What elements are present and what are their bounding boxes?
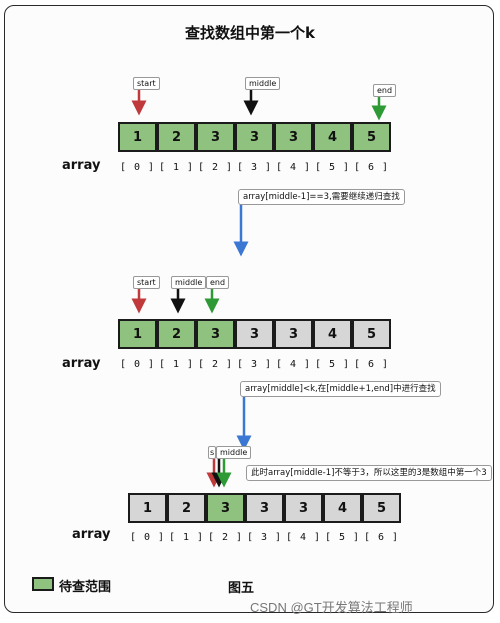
diagram-title: 查找数组中第一个k (185, 24, 315, 42)
array-cell: 4 (313, 319, 352, 349)
array-index-label: [ 3 ] (246, 532, 283, 543)
legend-swatch (32, 577, 54, 591)
array-label-3: array (72, 527, 111, 542)
array-index-label: [ 6 ] (363, 532, 400, 543)
array-cell: 3 (196, 122, 235, 152)
note-stage1: array[middle-1]==3,需要继续递归查找 (238, 189, 405, 205)
array-cell: 3 (274, 319, 313, 349)
array-label-2: array (62, 356, 101, 371)
array-cell: 3 (274, 122, 313, 152)
array-cell: 3 (206, 493, 245, 523)
array-index-label: [ 1 ] (158, 359, 195, 370)
array-index-label: [ 5 ] (314, 359, 351, 370)
end-tag-2: end (206, 276, 230, 289)
array-index-label: [ 2 ] (197, 162, 234, 173)
array-index-label: [ 0 ] (129, 532, 166, 543)
array-cell: 3 (284, 493, 323, 523)
array-cell: 3 (235, 122, 274, 152)
array-index-label: [ 0 ] (119, 359, 156, 370)
array-cell: 4 (313, 122, 352, 152)
array-index-label: [ 6 ] (353, 359, 390, 370)
array-index-label: [ 1 ] (158, 162, 195, 173)
array-cell: 3 (235, 319, 274, 349)
array-index-label: [ 2 ] (207, 532, 244, 543)
array-cell: 5 (362, 493, 401, 523)
middle-tag-1: middle (245, 77, 281, 90)
array-index-label: [ 4 ] (275, 359, 312, 370)
array-cell: 2 (157, 319, 196, 349)
middle-tag-3: middle (216, 446, 252, 459)
array-cell: 1 (118, 319, 157, 349)
array-cell: 1 (118, 122, 157, 152)
array-index-label: [ 3 ] (236, 359, 273, 370)
array-cell: 3 (196, 319, 235, 349)
array-cell: 4 (323, 493, 362, 523)
array-index-label: [ 5 ] (324, 532, 361, 543)
array-index-label: [ 0 ] (119, 162, 156, 173)
figure-caption: 图五 (228, 581, 255, 596)
middle-tag-2: middle (171, 276, 207, 289)
array-cell: 3 (245, 493, 284, 523)
start-tag-3: s (208, 446, 217, 459)
legend-label: 待查范围 (59, 580, 112, 595)
array-cell: 5 (352, 122, 391, 152)
array-index-label: [ 4 ] (285, 532, 322, 543)
array-index-label: [ 4 ] (275, 162, 312, 173)
note-stage3: 此时array[middle-1]不等于3，所以这里的3是数组中第一个3 (246, 465, 492, 481)
array-cell: 5 (352, 319, 391, 349)
array-index-label: [ 1 ] (168, 532, 205, 543)
note-stage2: array[middle]<k,在[middle+1,end]中进行查找 (240, 381, 441, 397)
array-index-label: [ 2 ] (197, 359, 234, 370)
array-index-label: [ 6 ] (353, 162, 390, 173)
start-tag-2: start (133, 276, 160, 289)
array-cell: 1 (128, 493, 167, 523)
array-label-1: array (62, 158, 101, 173)
array-cell: 2 (167, 493, 206, 523)
array-cell: 2 (157, 122, 196, 152)
end-tag-1: end (373, 84, 397, 97)
watermark: CSDN @GT开发算法工程师 (250, 600, 413, 615)
array-index-label: [ 5 ] (314, 162, 351, 173)
array-index-label: [ 3 ] (236, 162, 273, 173)
start-tag-1: start (133, 77, 160, 90)
